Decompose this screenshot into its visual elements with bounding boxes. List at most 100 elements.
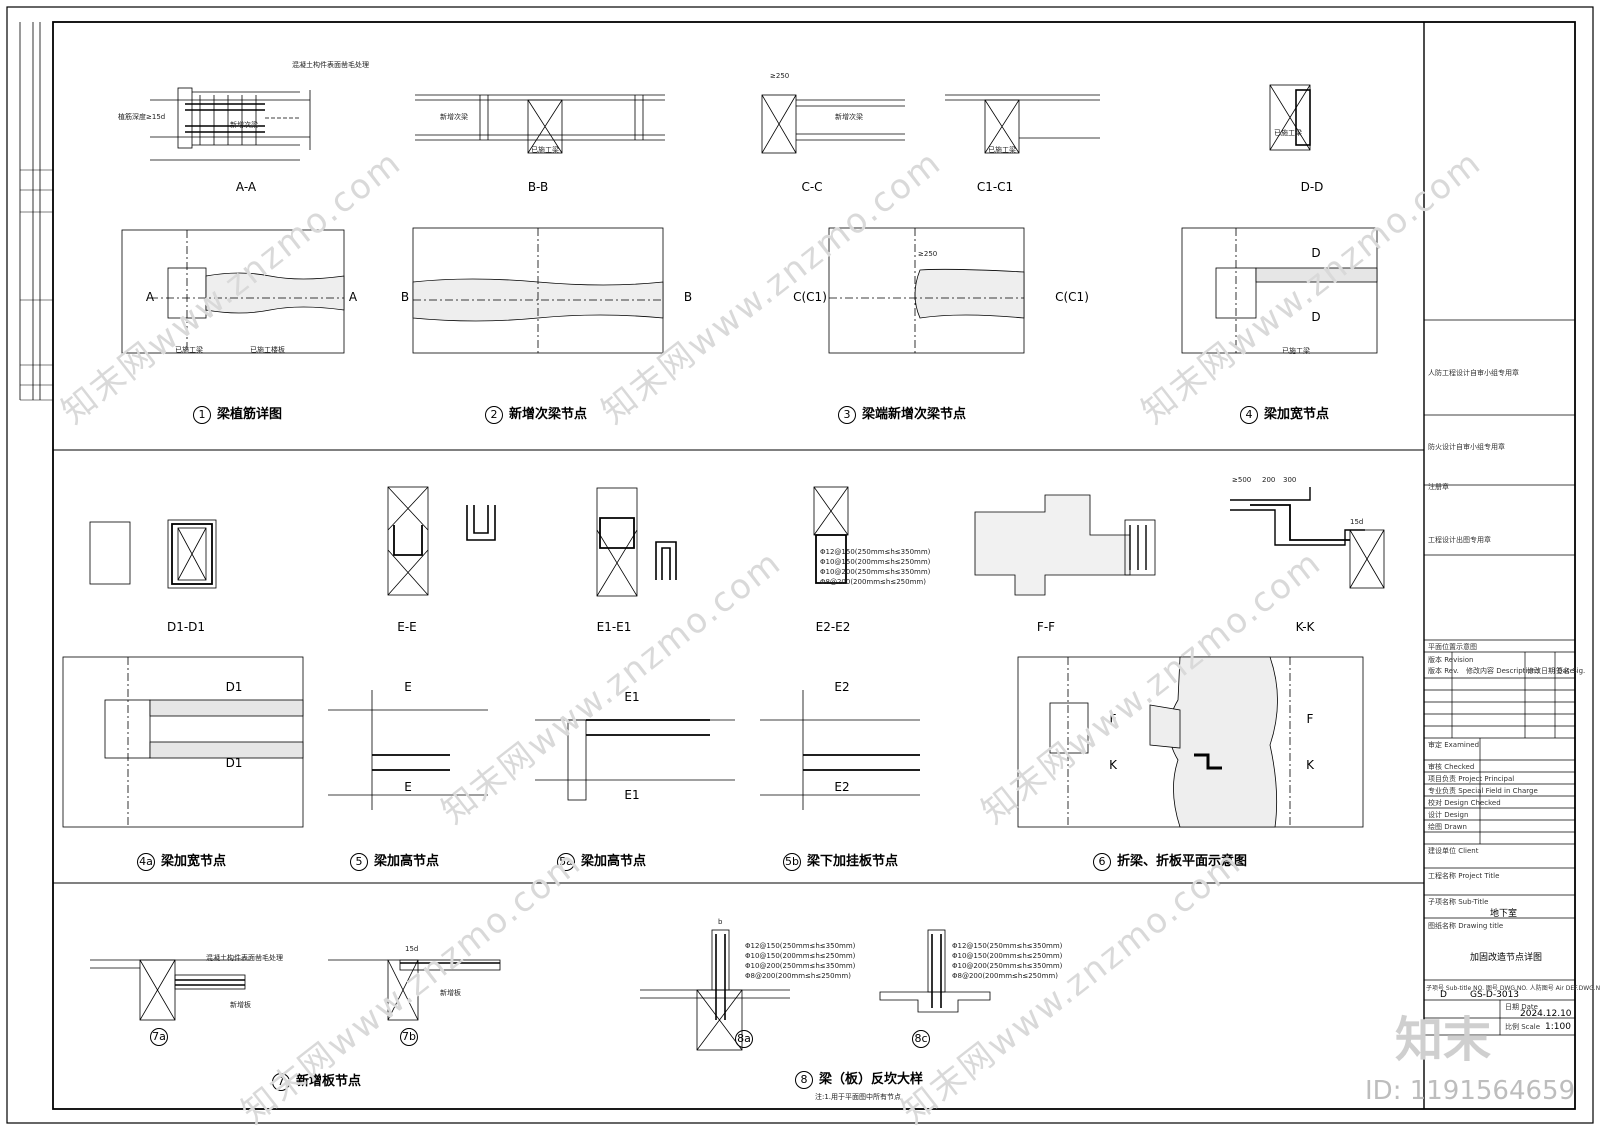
tb-drawing-value: 加固改造节点详图 — [1470, 953, 1543, 963]
annotation: Φ10@200(250mm≤h≤350mm) — [820, 568, 931, 576]
annotation: 已施工梁 — [531, 146, 559, 154]
tb-rev-col: 修改内容 Descriptions — [1466, 667, 1540, 675]
annotation: Φ10@200(250mm≤h≤350mm) — [952, 962, 1063, 970]
cut-label: E1 — [624, 690, 640, 704]
sub-detail-marker: 8c — [912, 1030, 936, 1048]
annotation: 已施工梁 — [1282, 347, 1310, 355]
plan-5a — [535, 719, 735, 801]
cut-label: E2 — [834, 680, 850, 694]
annotation: Φ12@150(250mm≤h≤350mm) — [952, 942, 1063, 950]
sub-detail-marker: 7b — [400, 1028, 424, 1046]
cut-label: C(C1) — [1055, 290, 1089, 304]
plan-3 — [828, 227, 1025, 354]
cut-label: E — [404, 680, 412, 694]
tb-stamp: 工程设计出图专用章 — [1428, 536, 1491, 544]
tb-stamp: 注册章 — [1428, 483, 1449, 491]
tb-scale-label: 比例 Scale — [1505, 1023, 1541, 1031]
tb-rev-col: 签名 Sig. — [1556, 667, 1586, 675]
cut-label: F — [1109, 712, 1117, 726]
tb-subtitle-value: 地下室 — [1490, 909, 1518, 919]
detail-8c — [879, 929, 991, 1013]
tb-rev-col: 版本 Rev. — [1428, 667, 1459, 675]
section-label: C1-C1 — [976, 180, 1014, 194]
cut-label: A — [348, 290, 358, 304]
annotation: 新增次梁 — [440, 113, 468, 121]
tb-role: 审定 Examined — [1428, 741, 1480, 749]
annotation: Φ8@200(200mm≤h≤250mm) — [952, 972, 1058, 980]
annotation: Φ10@150(200mm≤h≤250mm) — [820, 558, 931, 566]
cut-label: E2 — [834, 780, 850, 794]
annotation: 已施工楼板 — [250, 346, 285, 354]
section-label: D-D — [1300, 180, 1324, 194]
tb-stamp: 人防工程设计自审小组专用章 — [1428, 369, 1519, 377]
section-label: E-E — [397, 620, 417, 634]
section-label: F-F — [1036, 620, 1056, 634]
section-label: K-K — [1295, 620, 1315, 634]
section-label: B-B — [527, 180, 549, 194]
annotation: 新增次梁 — [230, 121, 258, 129]
cut-label: K — [1306, 758, 1314, 772]
cut-label: D — [1311, 310, 1321, 324]
annotation: 200 — [1262, 476, 1276, 484]
section-d1-d1 — [89, 519, 217, 589]
section-e1-e1 — [596, 487, 677, 597]
tb-sheet-code: D — [1440, 990, 1447, 1000]
annotation: 已施工梁 — [988, 146, 1016, 154]
annotation: 已施工梁 — [175, 346, 203, 354]
title-block — [1424, 319, 1575, 1036]
section-k-k — [1230, 487, 1385, 589]
section-label: D1-D1 — [166, 620, 206, 634]
sub-detail-marker: 7a — [150, 1028, 174, 1046]
annotation: 15d — [1350, 518, 1364, 526]
section-e2-e2 — [813, 486, 849, 584]
cut-label: F — [1306, 712, 1314, 726]
sub-detail-marker: 8a — [735, 1030, 759, 1048]
annotation: Φ8@200(200mm≤h≤250mm) — [745, 972, 851, 980]
tb-role: 绘图 Drawn — [1428, 823, 1467, 831]
tb-subtitle: 子项名称 Sub-Title — [1428, 898, 1489, 906]
tb-role: 专业负责 Special Field in Charge — [1428, 787, 1538, 795]
tb-drawing: 图纸名称 Drawing title — [1428, 922, 1504, 930]
cut-label: D1 — [225, 680, 243, 694]
annotation: Φ12@150(250mm≤h≤350mm) — [745, 942, 856, 950]
annotation: Φ8@200(200mm≤h≤250mm) — [820, 578, 926, 586]
annotation: ≥250 — [918, 250, 938, 258]
section-a-a — [150, 87, 311, 161]
plan-5b — [760, 690, 920, 810]
cut-label: E — [404, 780, 412, 794]
cut-label: B — [683, 290, 693, 304]
annotation: 新增板 — [230, 1001, 251, 1009]
annotation: Φ10@150(200mm≤h≤250mm) — [745, 952, 856, 960]
annotation: ≥250 — [770, 72, 790, 80]
annotation: ≥500 — [1232, 476, 1252, 484]
plan-2 — [412, 227, 664, 354]
section-label: E1-E1 — [596, 620, 632, 634]
section-c1-c1 — [945, 94, 1100, 154]
annotation: 15d — [405, 945, 419, 953]
detail-8a — [640, 929, 790, 1051]
annotation: 植筋深度≥15d — [118, 113, 166, 121]
section-label: C-C — [801, 180, 823, 194]
cut-label: E1 — [624, 788, 640, 802]
annotation: Φ10@150(200mm≤h≤250mm) — [952, 952, 1063, 960]
annotation: 混凝土构件表面凿毛处理 — [206, 954, 283, 962]
detail-7b — [328, 959, 501, 1021]
section-e-e — [387, 486, 496, 596]
tb-dwg-no: GS-D-3013 — [1470, 990, 1520, 1000]
tb-role: 校对 Design Checked — [1428, 799, 1501, 807]
plan-6 — [1017, 656, 1364, 828]
section-f-f — [974, 494, 1156, 596]
cut-label: D — [1311, 246, 1321, 260]
cut-label: D1 — [225, 756, 243, 770]
